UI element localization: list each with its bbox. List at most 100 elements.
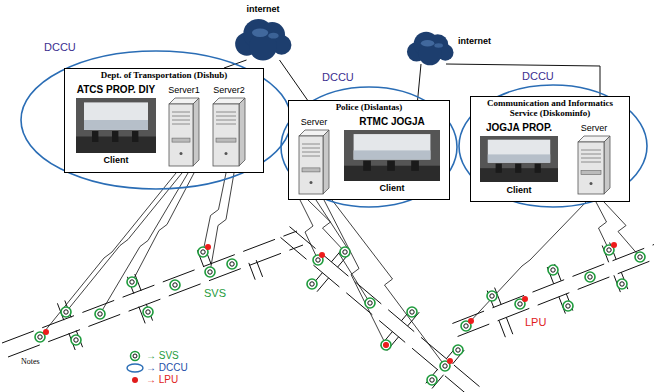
lpu-dot xyxy=(522,296,528,302)
server-icon-shape xyxy=(164,84,204,168)
road xyxy=(249,263,255,280)
server-tower xyxy=(578,136,610,194)
control-room-photo xyxy=(480,136,558,182)
svs-symbol xyxy=(71,335,81,345)
wireless-link xyxy=(316,200,370,303)
wireless-link xyxy=(210,173,234,272)
server-label: Server2 xyxy=(208,85,250,95)
internet-label: internet xyxy=(458,36,491,46)
svs-symbol xyxy=(487,291,497,301)
wireless-link xyxy=(324,200,386,345)
svs-symbol xyxy=(617,279,627,289)
server-tower xyxy=(299,130,329,194)
display-title: RTMC JOGJA xyxy=(340,116,444,128)
svs-symbol xyxy=(585,272,595,282)
svs-symbol xyxy=(635,252,645,262)
svs-symbol xyxy=(365,298,375,308)
cloud-shape xyxy=(407,32,454,66)
road xyxy=(499,320,506,337)
lpu-dot xyxy=(447,358,453,364)
lpu-label: LPU xyxy=(524,316,547,329)
server-tower xyxy=(169,98,199,166)
dccu-sample xyxy=(127,364,143,372)
road xyxy=(458,260,654,337)
svs-legend: → SVS xyxy=(126,350,206,362)
lpu-dot xyxy=(611,242,617,248)
dccu-label: DCCU xyxy=(44,41,76,54)
client-display: RTMC JOGJA Client xyxy=(340,116,447,197)
svs-label: SVS xyxy=(203,287,227,300)
wireless-link xyxy=(100,173,188,314)
dccu-label: DCCU xyxy=(322,71,354,84)
lpu-dot xyxy=(383,342,389,348)
client-label: Client xyxy=(476,185,562,195)
dccu-outline xyxy=(281,87,457,207)
server-label: Server xyxy=(572,123,616,133)
server-icon-shape xyxy=(208,84,250,168)
wireless-link xyxy=(332,200,445,366)
dccu-outline xyxy=(459,85,647,207)
svs-symbol xyxy=(453,345,463,355)
cloud-shape xyxy=(235,19,291,61)
svs-symbol xyxy=(143,307,153,317)
dccu-label: DCCU xyxy=(522,70,554,83)
agency-title: Communication and Informatics Service (D… xyxy=(475,99,625,119)
lpu-dot xyxy=(319,252,325,258)
svs-symbol xyxy=(205,267,215,277)
client-label: Client xyxy=(340,183,444,193)
notes-label: Notes xyxy=(20,357,41,366)
lpu-dot xyxy=(43,242,617,364)
server-icon: Server xyxy=(294,116,337,196)
dccu-ellipse: ATCS PROP. DIY Client Server1 Server2 Dept. … xyxy=(20,50,292,190)
client-display: JOGJA PROP. Client xyxy=(476,122,565,199)
legend-sample xyxy=(126,374,144,386)
svs-symbol xyxy=(307,279,317,289)
wireless-link xyxy=(300,200,318,260)
server-label: Server xyxy=(294,117,334,127)
agency-title: Dept. of Transportation (Dishub) xyxy=(67,71,261,81)
internet-label: internet xyxy=(230,4,296,14)
legend-sample xyxy=(126,350,144,362)
wireless-link xyxy=(308,200,345,252)
svs-symbol xyxy=(427,375,437,385)
road xyxy=(281,237,471,392)
internet-cloud: internet xyxy=(230,4,296,60)
control-room-photo xyxy=(76,98,156,153)
wireless-link xyxy=(596,202,609,250)
server-icon: Server1 xyxy=(164,84,207,168)
legend-text: → SVS xyxy=(146,350,179,362)
lpu-legend: → LPU xyxy=(126,374,206,386)
display-title: JOGJA PROP. xyxy=(476,122,562,134)
internet-cloud: internet xyxy=(406,32,506,64)
svs-symbol xyxy=(95,309,105,319)
svs-symbol xyxy=(61,307,71,317)
road xyxy=(8,245,303,357)
svs-symbol xyxy=(548,265,558,275)
svs-symbol xyxy=(340,247,350,257)
server-tower xyxy=(213,98,245,166)
client-display: ATCS PROP. DIY Client xyxy=(70,84,165,170)
dccu-ellipse: Server RTMC JOGJA Client Police (Dislantas)… xyxy=(280,86,458,208)
legend-text: → DCCU xyxy=(146,362,188,374)
agency-title: Police (Dislantas) xyxy=(291,103,447,113)
network-link xyxy=(280,60,308,100)
lpu-dot xyxy=(468,318,474,324)
server-label: Server1 xyxy=(164,85,204,95)
lpu-dot xyxy=(205,244,211,250)
svs-symbol xyxy=(127,277,137,287)
wireless-link xyxy=(466,202,586,326)
dccu-ellipse: JOGJA PROP. Client Server Communication and… xyxy=(458,84,648,208)
control-room-photo xyxy=(344,130,440,181)
agency-box: JOGJA PROP. Client Server Communication and… xyxy=(470,96,630,202)
legend-swatch xyxy=(132,377,138,383)
client-label: Client xyxy=(70,155,162,165)
dccu-legend: → DCCU xyxy=(126,362,206,374)
svs-symbol xyxy=(35,245,645,385)
legend-sample xyxy=(126,362,144,374)
svs-symbol xyxy=(407,307,417,317)
lpu-dot xyxy=(43,329,49,335)
display-title: ATCS PROP. DIY xyxy=(70,84,162,96)
agency-box: Server RTMC JOGJA Client Police (Dislantas) xyxy=(288,100,450,200)
server-icon: Server xyxy=(572,122,619,196)
